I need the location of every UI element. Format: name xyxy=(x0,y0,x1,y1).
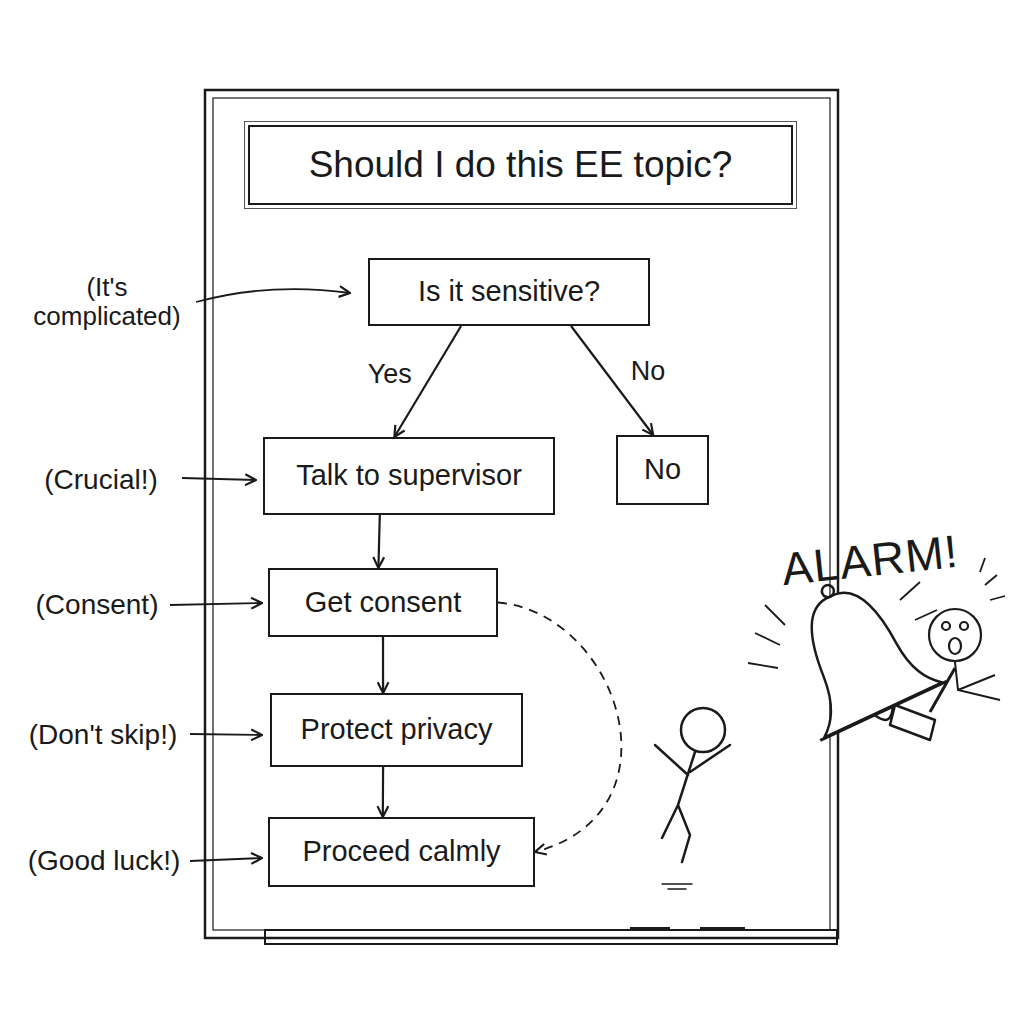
box-text: Proceed calmly xyxy=(302,835,500,868)
box-text: Is it sensitive? xyxy=(418,275,600,308)
whiteboard-frame xyxy=(205,90,838,944)
flow-arrow xyxy=(382,637,384,693)
callout-note: (It's complicated) xyxy=(22,262,192,342)
box-text: Get consent xyxy=(305,586,461,619)
box-text: No xyxy=(644,453,681,486)
alarm-text: ALARM! xyxy=(742,512,998,608)
process-box: Proceed calmly xyxy=(268,817,535,887)
process-box: Protect privacy xyxy=(270,693,523,767)
edge-label: No xyxy=(631,355,666,386)
flow-arrow xyxy=(382,767,384,817)
callout-note: (Crucial!) xyxy=(22,455,180,505)
process-box: Talk to supervisor xyxy=(263,437,555,515)
flow-arrow xyxy=(378,515,379,568)
surprised-face xyxy=(929,609,1000,700)
title-text: Should I do this EE topic? xyxy=(309,144,733,186)
stick-figure xyxy=(655,708,730,889)
callout-note: (Good luck!) xyxy=(18,836,190,886)
process-box: Is it sensitive? xyxy=(368,258,650,326)
edge-label: Yes xyxy=(368,358,412,389)
process-box: No xyxy=(616,435,709,505)
callout-note: (Consent) xyxy=(22,580,172,630)
title-box: Should I do this EE topic? xyxy=(248,125,793,205)
box-text: Protect privacy xyxy=(301,713,493,746)
box-text: Talk to supervisor xyxy=(296,459,522,492)
callout-note: (Don't skip!) xyxy=(14,710,192,760)
process-box: Get consent xyxy=(268,568,498,637)
